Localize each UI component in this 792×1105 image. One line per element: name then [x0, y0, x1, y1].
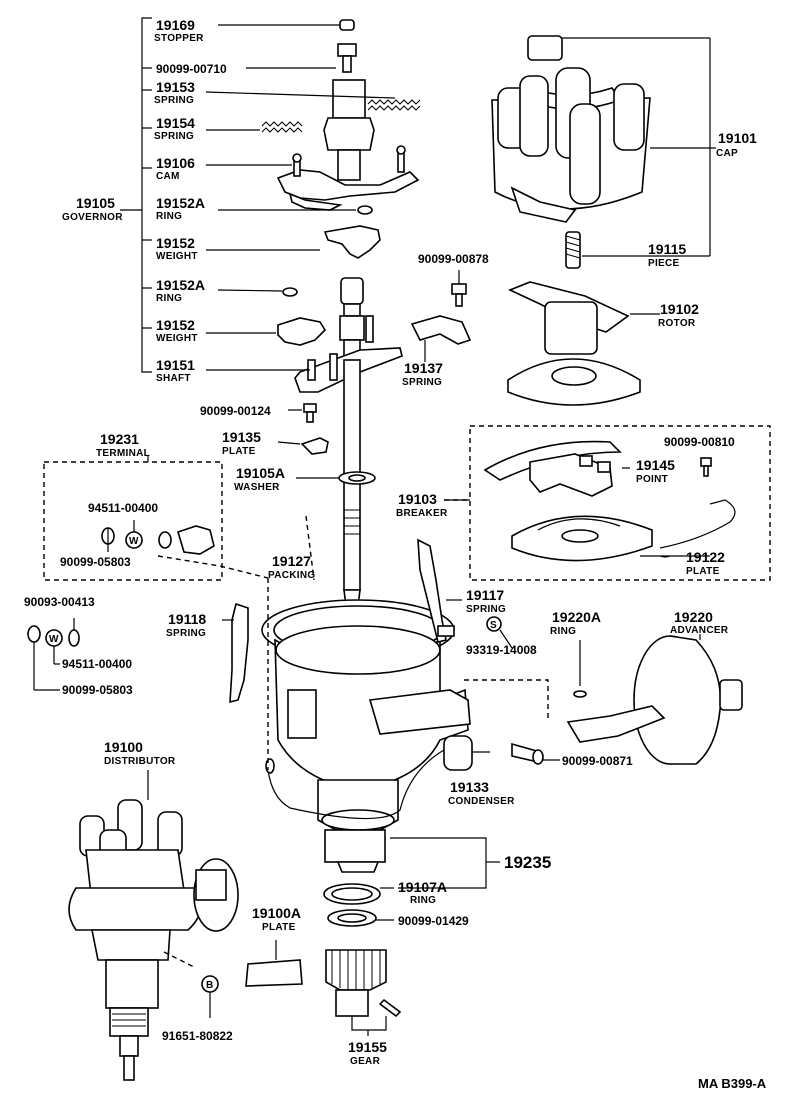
- governor-parts: [205, 19, 421, 346]
- label-ring-19107a-name: RING: [410, 895, 436, 906]
- label-advancer-no: 19220: [674, 609, 713, 625]
- label-ring-19220a-name: RING: [550, 626, 576, 637]
- label-housing-no: 19235: [504, 853, 551, 872]
- label-spring-19118-no: 19118: [168, 611, 206, 627]
- label-ring2-name: RING: [156, 293, 182, 304]
- label-spring-19118-name: SPRING: [166, 628, 206, 639]
- stopper-part: [339, 19, 355, 31]
- label-terminal-no: 19231: [100, 431, 139, 447]
- diagram-code: MA B399-A: [698, 1076, 767, 1091]
- label-ring2-no: 19152A: [156, 277, 205, 293]
- label-governor-name: GOVERNOR: [62, 212, 123, 223]
- shaft-small-parts: [277, 403, 376, 485]
- label-spring-19137-no: 19137: [404, 360, 443, 376]
- label-washer-94511-b: 94511-00400: [62, 657, 132, 671]
- label-bolt-80822: 91651-80822: [162, 1029, 233, 1043]
- label-weight2-no: 19152: [156, 317, 195, 333]
- label-shaft-no: 19151: [156, 357, 195, 373]
- label-nut-05803-a: 90099-05803: [60, 555, 131, 569]
- label-plate-19135-no: 19135: [222, 429, 261, 445]
- label-ring-19220a-no: 19220A: [552, 609, 601, 625]
- label-weight1-name: WEIGHT: [156, 251, 198, 262]
- symbol-s: S: [490, 620, 497, 631]
- label-point-no: 19145: [636, 457, 675, 473]
- label-weight1-no: 19152: [156, 235, 195, 251]
- label-plate-19100a-no: 19100A: [252, 905, 301, 921]
- symbol-b: B: [206, 980, 214, 991]
- symbol-w1: W: [129, 536, 139, 547]
- breaker-box: [444, 425, 771, 581]
- label-washer-name: WASHER: [234, 482, 280, 493]
- label-bolt-00878: 90099-00878: [418, 252, 489, 266]
- label-spring-19137-name: SPRING: [402, 377, 442, 388]
- label-screw-00810: 90099-00810: [664, 435, 735, 449]
- label-spring-19154-name: SPRING: [154, 131, 194, 142]
- label-screw-00124: 90099-00124: [200, 404, 271, 418]
- label-distributor-name: DISTRIBUTOR: [104, 756, 176, 767]
- label-distributor-no: 19100: [104, 739, 143, 755]
- label-packing-no: 19127: [272, 553, 311, 569]
- lower-parts: [323, 837, 500, 1036]
- label-screw-00413: 90093-00413: [24, 595, 95, 609]
- label-governor-no: 19105: [76, 195, 115, 211]
- label-stopper-name: STOPPER: [154, 33, 204, 44]
- label-gear-name: GEAR: [350, 1056, 381, 1067]
- label-cam-no: 19106: [156, 155, 195, 171]
- housing-part: [222, 515, 549, 873]
- label-packing-name: PACKING: [268, 570, 315, 581]
- label-condenser-name: CONDENSER: [448, 796, 515, 807]
- label-piece-no: 19115: [648, 241, 686, 257]
- label-cap-name: CAP: [716, 148, 738, 159]
- terminal-box: [43, 456, 269, 581]
- label-cap-no: 19101: [718, 130, 757, 146]
- label-bolt-00710: 90099-00710: [156, 62, 227, 76]
- label-shaft-name: SHAFT: [156, 373, 191, 384]
- label-advancer-name: ADVANCER: [670, 625, 729, 636]
- label-condenser-no: 19133: [450, 779, 489, 795]
- rotor-part: [507, 281, 660, 406]
- label-spring-19117-no: 19117: [466, 587, 504, 603]
- label-breaker-no: 19103: [398, 491, 437, 507]
- label-ring1-no: 19152A: [156, 195, 205, 211]
- label-gear-no: 19155: [348, 1039, 387, 1055]
- breaker-spring-parts: [410, 270, 472, 362]
- label-plate-19122-name: PLATE: [686, 566, 720, 577]
- label-spring-19153-name: SPRING: [154, 95, 194, 106]
- label-stopper-no: 19169: [156, 17, 195, 33]
- loose-hardware: [27, 618, 80, 691]
- label-screw-14008: 93319-14008: [466, 643, 537, 657]
- cap-part: [491, 35, 716, 269]
- label-nut-05803-b: 90099-05803: [62, 683, 133, 697]
- label-rotor-no: 19102: [660, 301, 699, 317]
- label-bolt-00871: 90099-00871: [562, 754, 633, 768]
- label-washer-no: 19105A: [236, 465, 285, 481]
- label-plate-19100a-name: PLATE: [262, 922, 296, 933]
- distributor-assembly: [68, 770, 303, 1081]
- label-ring1-name: RING: [156, 211, 182, 222]
- label-spring-19117-name: SPRING: [466, 604, 506, 615]
- governor-bracket: [120, 17, 152, 373]
- symbol-w2: W: [49, 634, 59, 645]
- label-plate-19122-no: 19122: [686, 549, 725, 565]
- label-terminal-name: TERMINAL: [96, 448, 150, 459]
- label-washer-01429: 90099-01429: [398, 914, 469, 928]
- label-rotor-name: ROTOR: [658, 318, 696, 329]
- label-point-name: POINT: [636, 474, 668, 485]
- label-spring-19154-no: 19154: [156, 115, 195, 131]
- label-cam-name: CAM: [156, 171, 180, 182]
- label-breaker-name: BREAKER: [396, 508, 448, 519]
- label-washer-94511-a: 94511-00400: [88, 501, 158, 515]
- label-plate-19135-name: PLATE: [222, 446, 256, 457]
- label-piece-name: PIECE: [648, 258, 680, 269]
- label-spring-19153-no: 19153: [156, 79, 195, 95]
- labels: 19169 STOPPER 90099-00710 19153 SPRING 1…: [24, 17, 767, 1091]
- advancer-part: [566, 634, 743, 765]
- label-ring-19107a-no: 19107A: [398, 879, 447, 895]
- label-weight2-name: WEIGHT: [156, 333, 198, 344]
- bolt-00871-part: [511, 742, 560, 765]
